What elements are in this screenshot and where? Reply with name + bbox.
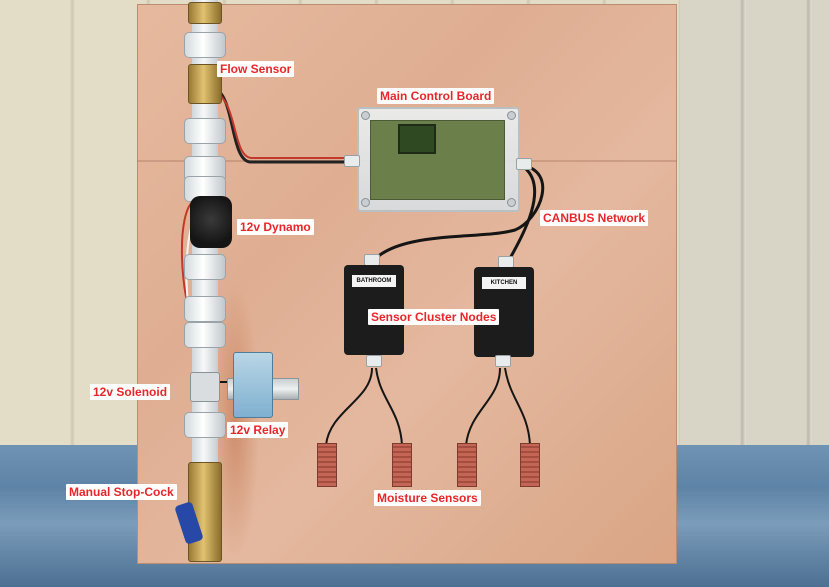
screw-icon bbox=[361, 198, 370, 207]
cable-gland bbox=[366, 355, 382, 367]
pipe-fitting bbox=[184, 254, 226, 280]
pipe-fitting bbox=[184, 32, 226, 58]
screw-icon bbox=[361, 111, 370, 120]
cable-gland bbox=[495, 355, 511, 367]
label-solenoid: 12v Solenoid bbox=[90, 384, 171, 400]
pipe-fitting bbox=[184, 118, 226, 144]
screw-icon bbox=[507, 198, 516, 207]
relay-module bbox=[233, 352, 273, 418]
brass-fitting-top bbox=[188, 2, 222, 24]
circuit-board bbox=[370, 120, 505, 200]
stop-cock-body bbox=[188, 462, 222, 562]
node-label-kitchen: KITCHEN bbox=[482, 277, 526, 289]
label-main-control-board: Main Control Board bbox=[377, 88, 495, 104]
moisture-sensor bbox=[520, 443, 540, 487]
flow-sensor-body bbox=[188, 64, 222, 104]
label-dynamo: 12v Dynamo bbox=[237, 219, 314, 235]
background-wall-right bbox=[680, 0, 829, 455]
label-sensor-cluster: Sensor Cluster Nodes bbox=[368, 309, 500, 325]
pipe-fitting bbox=[184, 296, 226, 322]
lcd-display bbox=[398, 124, 436, 154]
label-moisture-sensors: Moisture Sensors bbox=[374, 490, 481, 506]
solenoid-body bbox=[190, 372, 220, 402]
moisture-sensor bbox=[392, 443, 412, 487]
pipe-fitting bbox=[184, 322, 226, 348]
moisture-sensor bbox=[317, 443, 337, 487]
label-canbus: CANBUS Network bbox=[540, 210, 649, 226]
node-label-bathroom: BATHROOM bbox=[352, 275, 396, 287]
screw-icon bbox=[507, 111, 516, 120]
moisture-sensor bbox=[457, 443, 477, 487]
label-relay: 12v Relay bbox=[227, 422, 289, 438]
dynamo-body bbox=[190, 196, 232, 248]
label-stop-cock: Manual Stop-Cock bbox=[66, 484, 177, 500]
label-flow-sensor: Flow Sensor bbox=[217, 61, 295, 77]
cable-gland bbox=[516, 158, 532, 170]
pipe-fitting bbox=[184, 412, 226, 438]
cable-gland bbox=[344, 155, 360, 167]
